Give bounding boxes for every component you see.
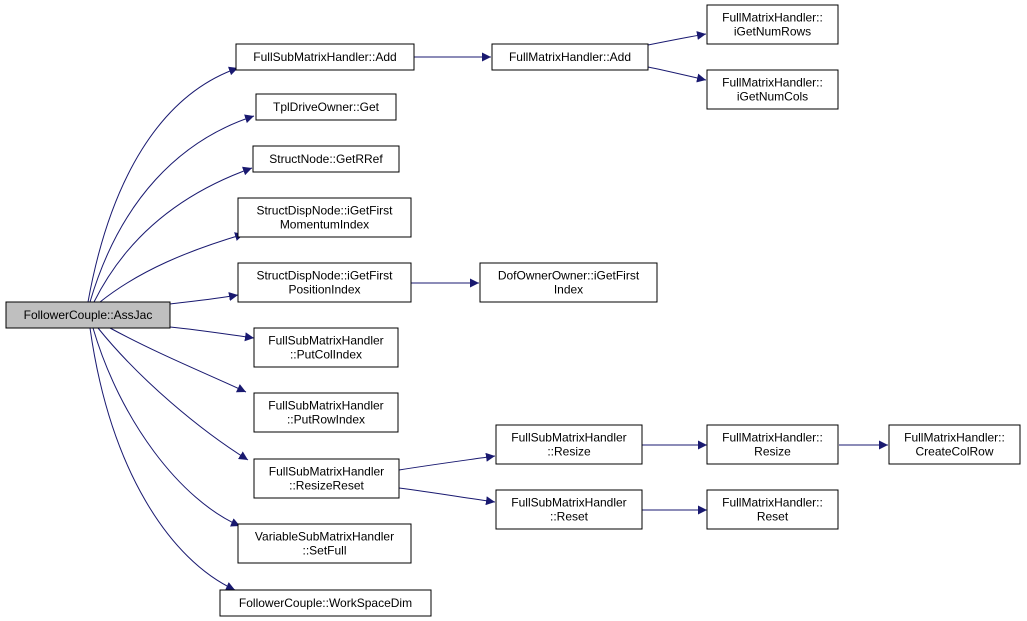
node-fsmh-add[interactable]: FullSubMatrixHandler::Add bbox=[235, 43, 415, 71]
node-box bbox=[706, 424, 839, 465]
node-box bbox=[253, 458, 400, 499]
node-label-line-1: FullSubMatrixHandler bbox=[268, 334, 383, 348]
node-label-line-1: FullSubMatrixHandler bbox=[268, 399, 383, 413]
node-box bbox=[479, 262, 658, 303]
node-label-line-1: FullSubMatrixHandler bbox=[269, 465, 384, 479]
node-label-line-1: VariableSubMatrixHandler bbox=[255, 530, 394, 544]
node-label-line-1: FullSubMatrixHandler::Add bbox=[253, 50, 396, 64]
edge-root-to-sdn-momentum bbox=[99, 232, 245, 303]
edge-root-to-fsmh-putrow bbox=[109, 327, 247, 393]
node-label-line-1: FullMatrixHandler::Add bbox=[509, 50, 631, 64]
node-label-line-2: ::ResizeReset bbox=[289, 479, 364, 493]
node-label-line-1: FullSubMatrixHandler bbox=[511, 431, 626, 445]
node-fsmh-resize[interactable]: FullSubMatrixHandler ::Resize bbox=[495, 424, 643, 465]
node-label-line-1: FullSubMatrixHandler bbox=[511, 496, 626, 510]
node-doo-getfirst-index[interactable]: DofOwnerOwner::iGetFirst Index bbox=[479, 262, 658, 303]
node-box bbox=[237, 523, 412, 564]
node-label-line-2: ::SetFull bbox=[302, 544, 346, 558]
node-fmh-createcolrow[interactable]: FullMatrixHandler:: CreateColRow bbox=[888, 424, 1021, 465]
edge-root-to-fsmh-resizereset bbox=[97, 327, 249, 461]
node-box bbox=[219, 589, 432, 617]
edges-layer bbox=[87, 31, 888, 591]
node-label-line-1: StructNode::GetRRef bbox=[269, 152, 383, 166]
node-label-line-1: FollowerCouple::WorkSpaceDim bbox=[239, 596, 412, 610]
node-struct-node-getrref[interactable]: StructNode::GetRRef bbox=[252, 145, 400, 173]
node-label-line-2: ::PutRowIndex bbox=[287, 413, 365, 427]
edge-root-to-vsmh-setfull bbox=[92, 327, 241, 527]
edge-root-to-sn-getrref bbox=[93, 166, 253, 303]
node-box bbox=[491, 43, 649, 71]
edge-fmh-add-to-getnumcols bbox=[647, 66, 707, 83]
node-label-line-2: Resize bbox=[754, 445, 791, 459]
node-fmh-reset[interactable]: FullMatrixHandler:: Reset bbox=[706, 489, 839, 530]
node-tpl-drive-owner-get[interactable]: TplDriveOwner::Get bbox=[255, 93, 397, 121]
node-fsmh-reset[interactable]: FullSubMatrixHandler ::Reset bbox=[495, 489, 643, 530]
node-box bbox=[888, 424, 1021, 465]
node-sdn-momentum-index[interactable]: StructDispNode::iGetFirst MomentumIndex bbox=[237, 197, 412, 238]
node-fmh-resize[interactable]: FullMatrixHandler:: Resize bbox=[706, 424, 839, 465]
node-box bbox=[255, 93, 397, 121]
node-label-line-1: FullMatrixHandler:: bbox=[722, 431, 823, 445]
node-label-line-1: StructDispNode::iGetFirst bbox=[256, 204, 393, 218]
node-label-line-1: FullMatrixHandler:: bbox=[722, 76, 823, 90]
node-fc-workspacedim[interactable]: FollowerCouple::WorkSpaceDim bbox=[219, 589, 432, 617]
node-box bbox=[235, 43, 415, 71]
node-box bbox=[252, 145, 400, 173]
node-fmh-getnumcols[interactable]: FullMatrixHandler:: iGetNumCols bbox=[706, 69, 839, 110]
node-box bbox=[706, 4, 839, 45]
edge-resizereset-to-reset bbox=[398, 487, 496, 506]
node-label-line-2: ::Resize bbox=[547, 445, 591, 459]
node-fsmh-resizereset[interactable]: FullSubMatrixHandler ::ResizeReset bbox=[253, 458, 400, 499]
node-box bbox=[5, 301, 171, 329]
node-label-line-1: FullMatrixHandler:: bbox=[722, 11, 823, 25]
edge-root-to-tpl-get bbox=[89, 114, 255, 303]
node-label-line-2: iGetNumRows bbox=[734, 25, 811, 39]
node-box bbox=[495, 489, 643, 530]
edge-root-to-sdn-position bbox=[169, 292, 239, 305]
node-label-line-1: TplDriveOwner::Get bbox=[273, 100, 380, 114]
edge-fmh-add-to-getnumrows bbox=[647, 31, 707, 46]
node-sdn-position-index[interactable]: StructDispNode::iGetFirst PositionIndex bbox=[237, 262, 412, 303]
node-label-line-2: PositionIndex bbox=[288, 283, 360, 297]
node-label-line-2: MomentumIndex bbox=[280, 218, 369, 232]
node-label-line-1: FullMatrixHandler:: bbox=[722, 496, 823, 510]
edge-root-to-fsmh-putcol bbox=[169, 326, 255, 342]
node-box bbox=[237, 197, 412, 238]
node-follower-couple-assjac[interactable]: FollowerCouple::AssJac bbox=[5, 301, 171, 329]
node-label-line-2: Index bbox=[554, 283, 583, 297]
edge-root-to-fsmh-add bbox=[87, 66, 239, 303]
node-box bbox=[495, 424, 643, 465]
node-fmh-getnumrows[interactable]: FullMatrixHandler:: iGetNumRows bbox=[706, 4, 839, 45]
node-label-line-1: FollowerCouple::AssJac bbox=[24, 308, 153, 322]
edge-root-to-fc-workspacedim bbox=[89, 327, 236, 591]
node-fsmh-putcolindex[interactable]: FullSubMatrixHandler ::PutColIndex bbox=[253, 327, 399, 368]
node-vsmh-setfull[interactable]: VariableSubMatrixHandler ::SetFull bbox=[237, 523, 412, 564]
node-label-line-2: iGetNumCols bbox=[737, 90, 808, 104]
node-label-line-2: ::Reset bbox=[550, 510, 589, 524]
node-label-line-1: DofOwnerOwner::iGetFirst bbox=[498, 269, 640, 283]
node-box bbox=[237, 262, 412, 303]
node-fsmh-putrowindex[interactable]: FullSubMatrixHandler ::PutRowIndex bbox=[253, 392, 399, 433]
node-box bbox=[706, 69, 839, 110]
node-box bbox=[253, 327, 399, 368]
nodes-layer: FollowerCouple::AssJac FullSubMatrixHand… bbox=[5, 4, 1021, 617]
node-box bbox=[706, 489, 839, 530]
edge-resizereset-to-resize bbox=[398, 452, 496, 471]
node-fmh-add[interactable]: FullMatrixHandler::Add bbox=[491, 43, 649, 71]
node-label-line-2: Reset bbox=[757, 510, 789, 524]
node-label-line-2: CreateColRow bbox=[915, 445, 993, 459]
node-label-line-1: FullMatrixHandler:: bbox=[904, 431, 1005, 445]
node-label-line-1: StructDispNode::iGetFirst bbox=[256, 269, 393, 283]
node-label-line-2: ::PutColIndex bbox=[290, 348, 362, 362]
node-box bbox=[253, 392, 399, 433]
